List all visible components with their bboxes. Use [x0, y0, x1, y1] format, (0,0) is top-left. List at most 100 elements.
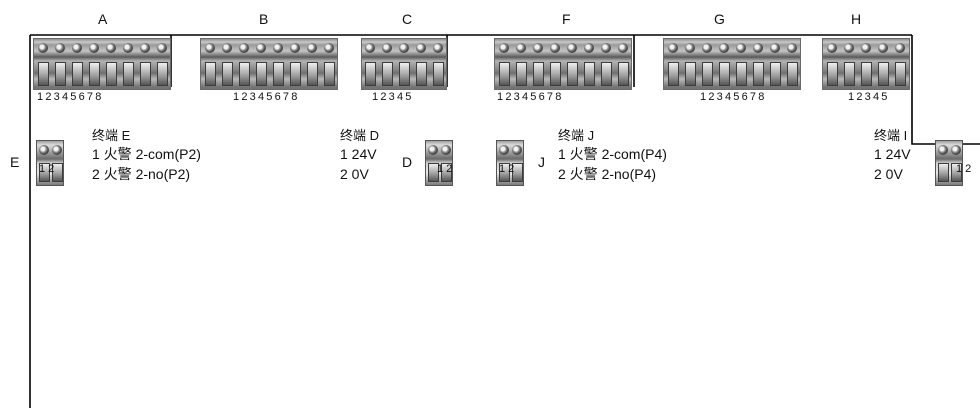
terminal-screw	[878, 43, 889, 53]
terminal-screw	[289, 43, 300, 53]
terminal-screw	[667, 43, 678, 53]
terminal-screw	[498, 43, 509, 53]
terminal-d-line-2: 2 0V	[340, 166, 369, 182]
terminal-e-line-1: 1 火警 2-com(P2)	[92, 146, 201, 162]
terminal-wire-slot	[515, 62, 527, 86]
terminal-i-line-1: 1 24V	[874, 146, 911, 162]
terminal-screw	[272, 43, 283, 53]
terminal-wire-slot	[667, 62, 679, 86]
terminal-wire-slot	[498, 62, 510, 86]
terminal-screw	[255, 43, 266, 53]
terminal-wire-slot	[289, 62, 301, 86]
pins-g: 12345678	[700, 91, 767, 103]
side-label-d: D	[402, 154, 413, 170]
terminal-strip-b	[200, 38, 338, 90]
terminal-wire-slot	[950, 163, 962, 182]
terminal-screw	[432, 43, 443, 53]
terminal-wire-slot	[306, 62, 318, 86]
terminal-screw	[440, 145, 451, 155]
terminal-title-j: 终端 J	[558, 128, 595, 143]
terminal-wire-slot	[735, 62, 747, 86]
terminal-wire-slot	[38, 163, 50, 182]
terminal-wire-slot	[88, 62, 100, 86]
terminal-screw	[88, 43, 99, 53]
terminal-screw	[105, 43, 116, 53]
terminal-wire-slot	[895, 62, 907, 86]
terminal-wire-slot	[105, 62, 117, 86]
terminal-i-line-2: 2 0V	[874, 166, 903, 182]
header-b: B	[259, 11, 269, 27]
terminal-wire-slot	[718, 62, 730, 86]
header-c: C	[402, 11, 413, 27]
terminal-wire-slot	[139, 62, 151, 86]
terminal-screw	[937, 145, 948, 155]
terminal-screw	[382, 43, 393, 53]
pins-f: 12345678	[497, 91, 564, 103]
terminal-wire-slot	[415, 62, 427, 86]
terminal-block-i	[935, 140, 963, 186]
header-f: F	[562, 11, 571, 27]
terminal-title-d: 终端 D	[340, 128, 380, 143]
terminal-screw	[786, 43, 797, 53]
terminal-screw	[221, 43, 232, 53]
pins-c: 12345	[372, 91, 414, 103]
terminal-screw	[515, 43, 526, 53]
terminal-wire-slot	[399, 62, 410, 86]
terminal-screw	[895, 43, 906, 53]
terminal-screw	[617, 43, 628, 53]
terminal-screw	[684, 43, 695, 53]
terminal-screw	[427, 145, 438, 155]
terminal-screw	[323, 43, 334, 53]
terminal-wire-slot	[255, 62, 267, 86]
terminal-strip-c	[361, 38, 447, 90]
terminal-wire-slot	[843, 62, 855, 86]
terminal-wire-slot	[878, 62, 890, 86]
terminal-wire-slot	[583, 62, 595, 86]
terminal-wire-slot	[204, 62, 216, 86]
terminal-desc-i: 终端 I 1 24V 2 0V	[874, 128, 911, 184]
terminal-wire-slot	[498, 163, 510, 182]
terminal-desc-j: 终端 J 1 火警 2-com(P4) 2 火警 2-no(P4)	[558, 128, 667, 184]
terminal-wire-slot	[826, 62, 838, 86]
terminal-screw	[399, 43, 409, 53]
terminal-strip-a	[33, 38, 171, 90]
terminal-screw	[701, 43, 712, 53]
pins-b: 12345678	[233, 91, 300, 103]
terminal-wire-slot	[684, 62, 696, 86]
right-step-line	[911, 35, 980, 145]
terminal-wire-slot	[549, 62, 561, 86]
terminal-wire-slot	[272, 62, 284, 86]
terminal-screw	[306, 43, 317, 53]
pins-h: 12345	[848, 91, 890, 103]
terminal-screw	[498, 145, 509, 155]
terminal-screw	[843, 43, 854, 53]
terminal-wire-slot	[769, 62, 781, 86]
terminal-screw	[718, 43, 729, 53]
header-h: H	[851, 11, 862, 27]
terminal-screw	[735, 43, 746, 53]
terminal-wire-slot	[617, 62, 629, 86]
terminal-wire-slot	[861, 62, 872, 86]
terminal-screw	[238, 43, 249, 53]
side-label-e: E	[10, 154, 20, 170]
terminal-screw	[600, 43, 611, 53]
terminal-j-line-1: 1 火警 2-com(P4)	[558, 146, 667, 162]
terminal-screw	[51, 145, 62, 155]
terminal-wire-slot	[440, 163, 452, 182]
terminal-title-e: 终端 E	[92, 128, 131, 143]
terminal-screw	[38, 145, 49, 155]
terminal-screw	[583, 43, 594, 53]
pins-e: 12	[39, 163, 58, 175]
terminal-wire-slot	[511, 163, 523, 182]
terminal-wire-slot	[323, 62, 335, 86]
terminal-wire-slot	[701, 62, 713, 86]
terminal-wire-slot	[51, 163, 63, 182]
terminal-strip-g	[663, 38, 801, 90]
terminal-screw	[54, 43, 65, 53]
terminal-wire-slot	[37, 62, 49, 86]
terminal-screw	[365, 43, 376, 53]
pins-i: 12	[956, 163, 975, 175]
terminal-block-d	[425, 140, 453, 186]
